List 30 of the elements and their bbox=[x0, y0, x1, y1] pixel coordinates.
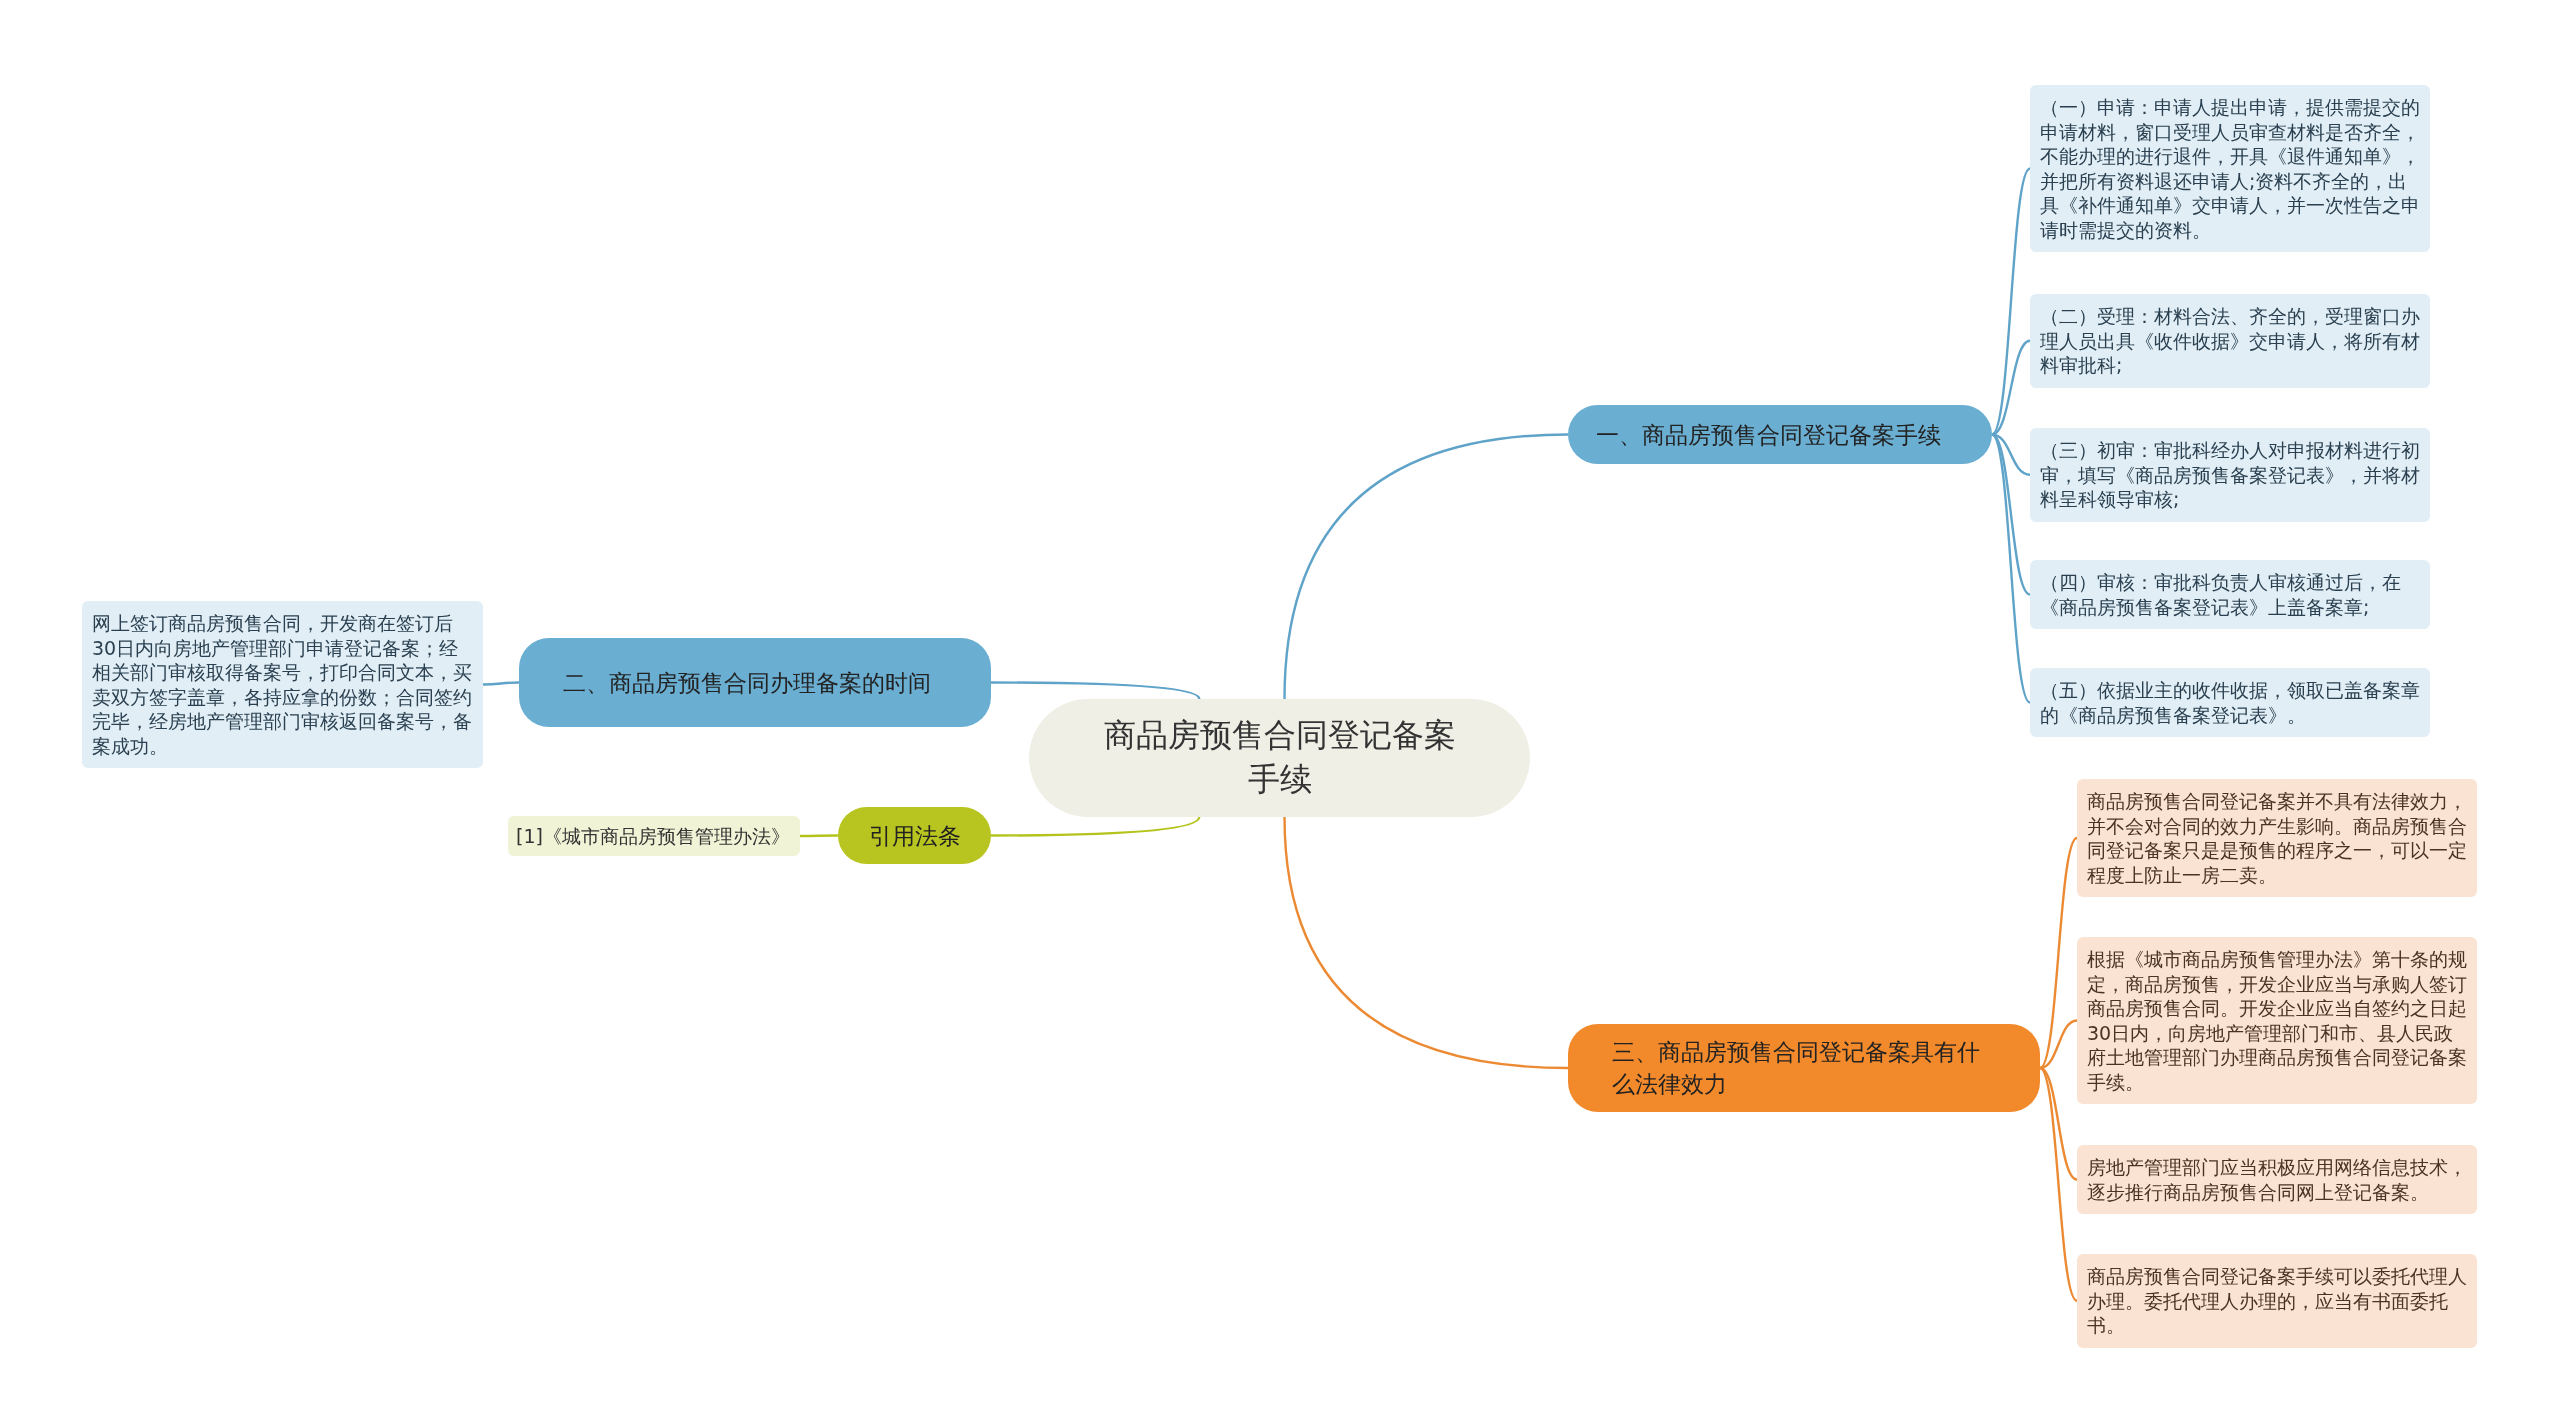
connector-line bbox=[991, 681, 1201, 700]
note-card: （五）依据业主的收件收据，领取已盖备案章的《商品房预售备案登记表》。 bbox=[2030, 668, 2430, 737]
note-card: 房地产管理部门应当积极应用网络信息技术，逐步推行商品房预售合同网上登记备案。 bbox=[2077, 1145, 2477, 1214]
note-card: 根据《城市商品房预售管理办法》第十条的规定，商品房预售，开发企业应当与承购人签订商品房预售合同。开发企业应当自签约之日起30日内，向房地产管理部门和市、县人民政府土地管理部门办理商品房预售合同登记备案手续。 bbox=[2077, 937, 2477, 1104]
connector-line bbox=[991, 816, 1201, 837]
connector-line bbox=[2039, 1067, 2078, 1302]
note-card: （三）初审：审批科经办人对申报材料进行初审，填写《商品房预售备案登记表》，并将材料呈科领导审核; bbox=[2030, 428, 2430, 522]
note-card: 商品房预售合同登记备案手续可以委托代理人办理。委托代理人办理的，应当有书面委托书。 bbox=[2077, 1254, 2477, 1348]
connector-line bbox=[2039, 1019, 2078, 1070]
connector-line bbox=[2039, 1066, 2078, 1181]
connector-line bbox=[2039, 837, 2078, 1069]
branch-topic: 二、商品房预售合同办理备案的时间 bbox=[519, 638, 991, 727]
branch-topic: 引用法条 bbox=[838, 807, 991, 864]
connector-line bbox=[1283, 433, 1569, 700]
connector-line bbox=[1991, 433, 2031, 596]
connector-line bbox=[1991, 339, 2031, 436]
connector-line bbox=[1991, 433, 2031, 704]
connector-line bbox=[1283, 816, 1569, 1070]
central-topic: 商品房预售合同登记备案手续 bbox=[1029, 699, 1530, 817]
branch-topic: 三、商品房预售合同登记备案具有什么法律效力 bbox=[1568, 1024, 2040, 1112]
note-card: [1]《城市商品房预售管理办法》 bbox=[508, 816, 800, 856]
note-card: 商品房预售合同登记备案并不具有法律效力，并不会对合同的效力产生影响。商品房预售合同登记备案只是是预售的程序之一，可以一定程度上防止一房二卖。 bbox=[2077, 779, 2477, 897]
note-card: （四）审核：审批科负责人审核通过后，在《商品房预售备案登记表》上盖备案章; bbox=[2030, 560, 2430, 629]
note-card: 网上签订商品房预售合同，开发商在签订后30日内向房地产管理部门申请登记备案；经相关部门审核取得备案号，打印合同文本，买卖双方签字盖章，各持应拿的份数；合同签约完毕，经房地产管理部门审核返回备案号，备案成功。 bbox=[82, 601, 483, 768]
note-card: （二）受理：材料合法、齐全的，受理窗口办理人员出具《收件收据》交申请人，将所有材料审批科; bbox=[2030, 294, 2430, 388]
connector-line bbox=[483, 681, 519, 686]
connector-line bbox=[800, 834, 838, 838]
connector-line bbox=[1991, 167, 2031, 436]
branch-topic: 一、商品房预售合同登记备案手续 bbox=[1568, 405, 1992, 464]
note-card: （一）申请：申请人提出申请，提供需提交的申请材料，窗口受理人员审查材料是否齐全，不能办理的进行退件，开具《退件通知单》，并把所有资料退还申请人;资料不齐全的，出具《补件通知单》交申请人，并一次性告之申请时需提交的资料。 bbox=[2030, 85, 2430, 252]
